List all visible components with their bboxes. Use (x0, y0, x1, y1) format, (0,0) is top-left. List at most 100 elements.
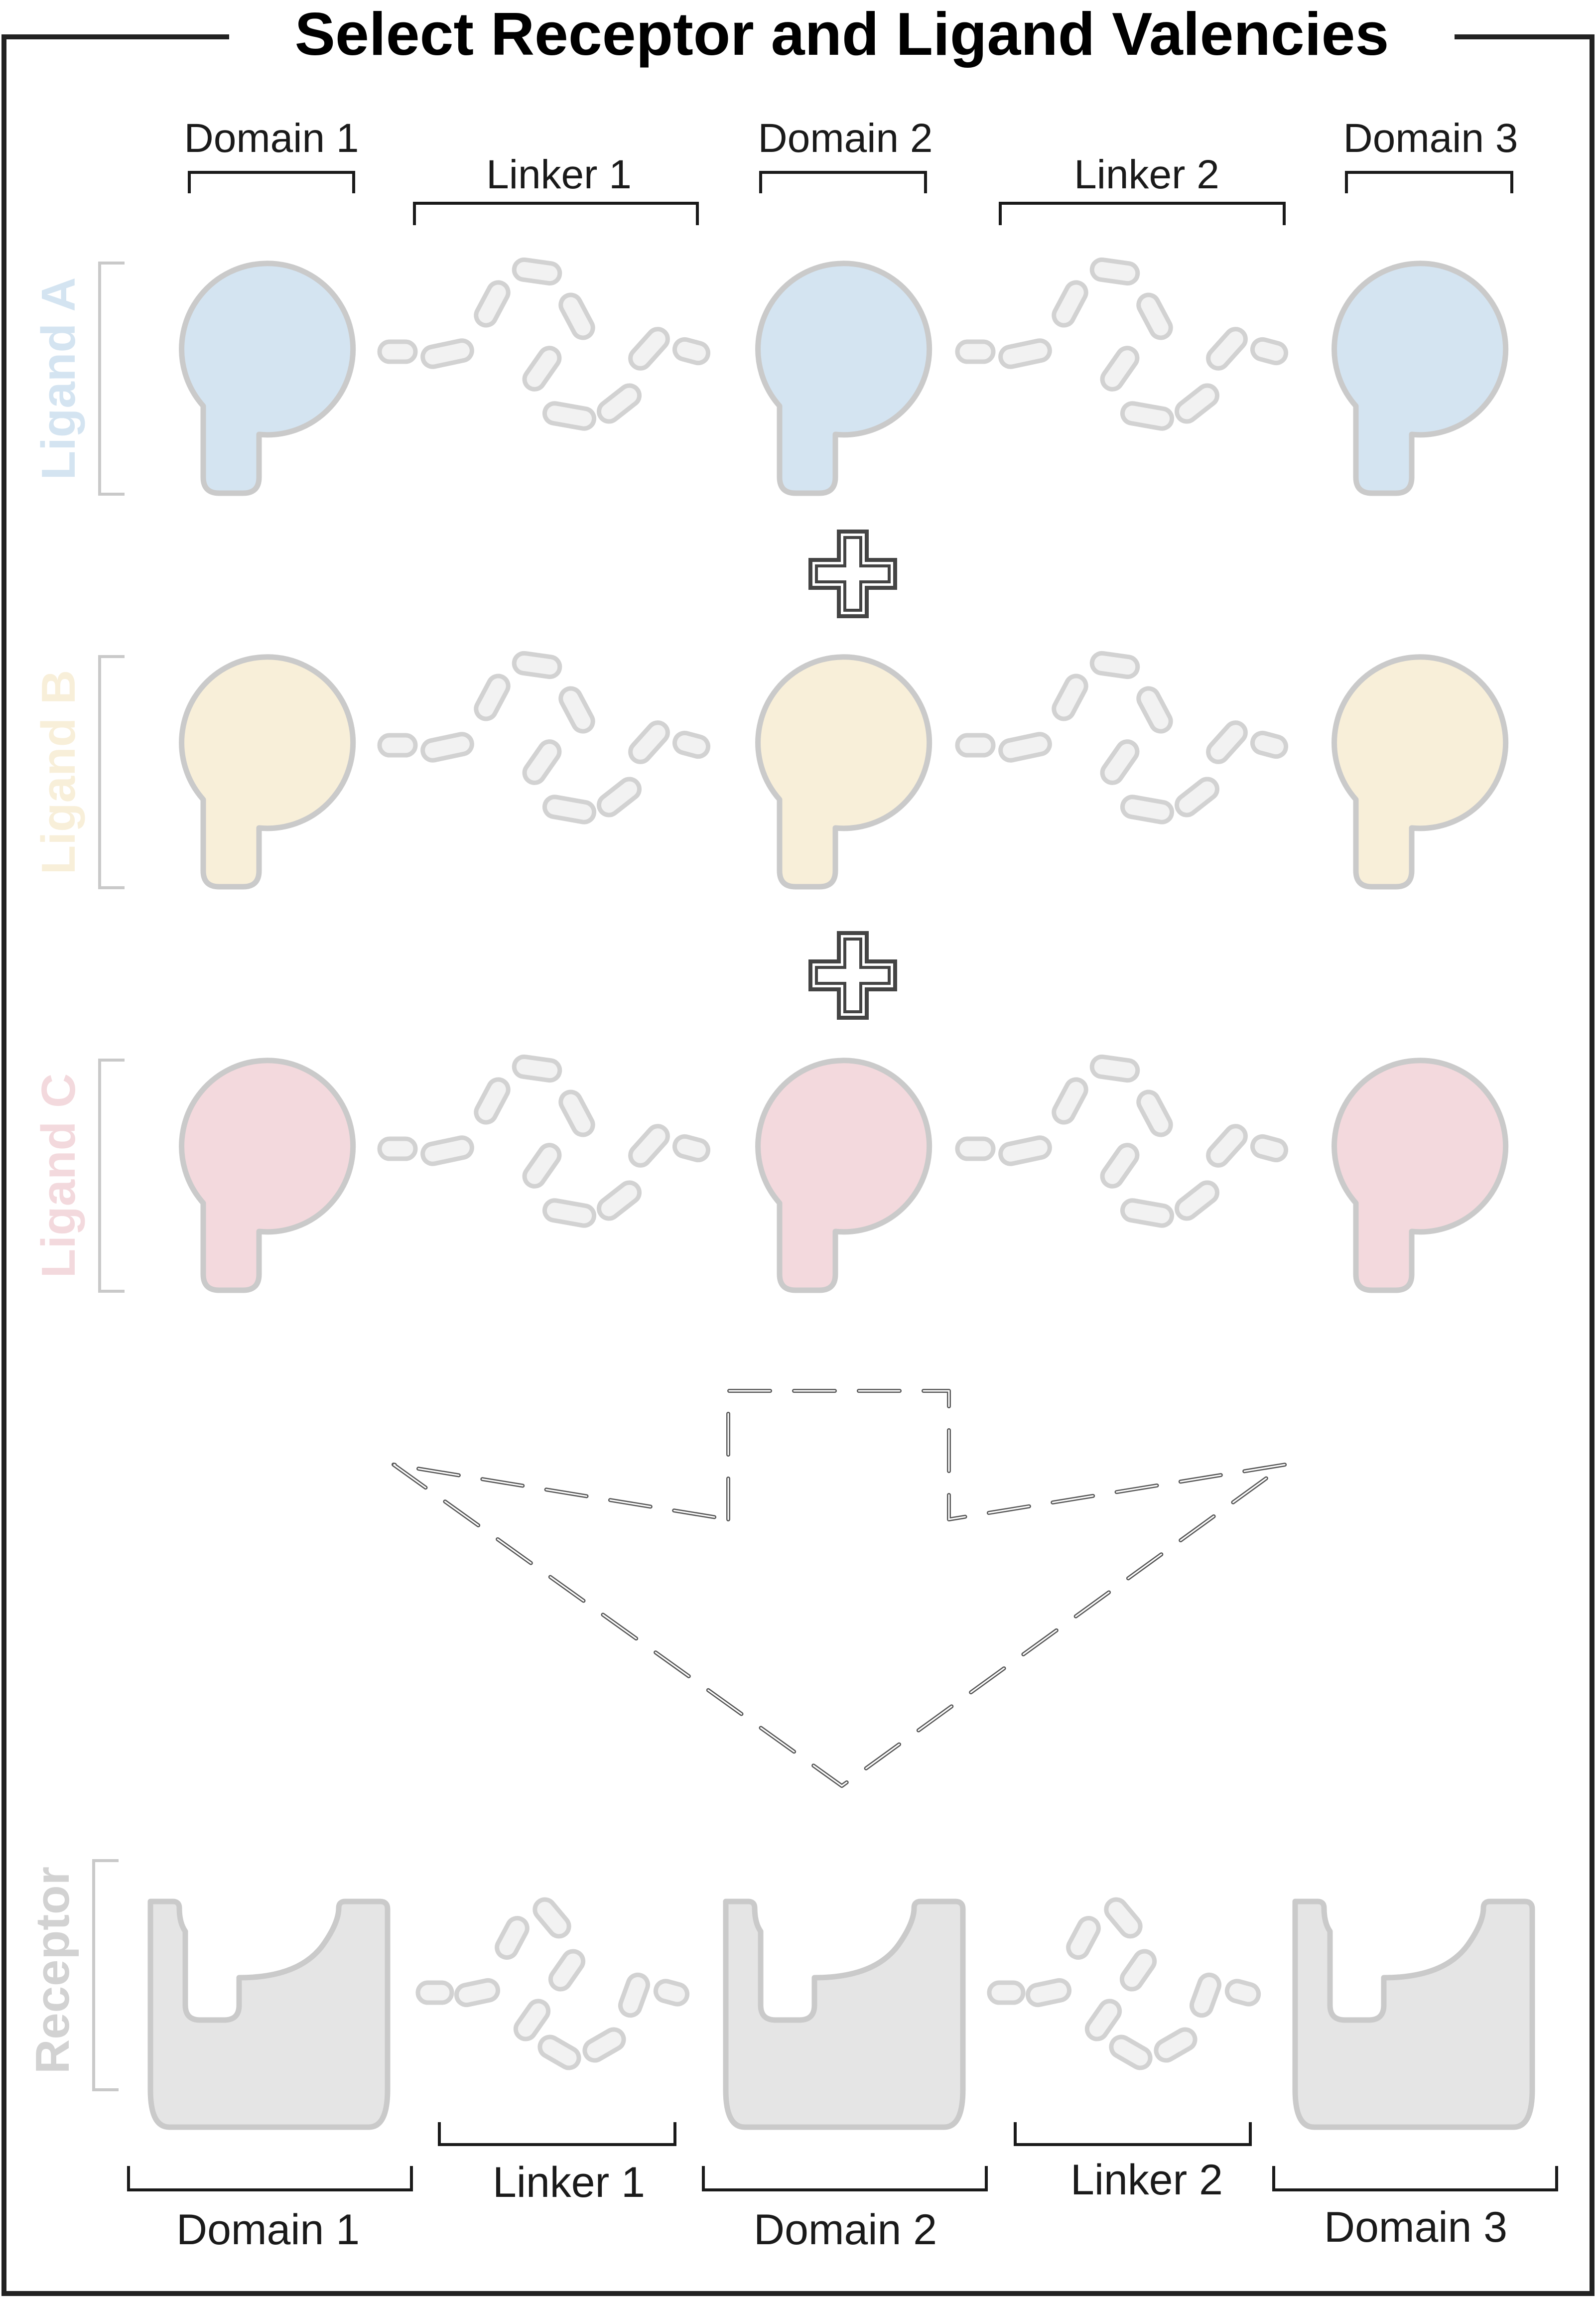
linker-segment (1175, 1180, 1219, 1221)
top-bracket-linker-2 (999, 202, 1286, 225)
ligand-b-row (182, 651, 1506, 887)
ligand-b-label: Ligand B (32, 670, 85, 875)
linker-segment (1175, 383, 1219, 424)
ligand-a-bracket (98, 262, 125, 496)
linker-segment (1089, 651, 1140, 679)
linker-segment (1089, 1054, 1140, 1083)
linker-segment (618, 1972, 651, 2018)
bottom-label-domain-3: Domain 3 (1324, 2203, 1507, 2251)
linker-segment (532, 1897, 571, 1939)
receptor-domain-1 (150, 1901, 388, 2127)
receptor-label: Receptor (26, 1867, 79, 2074)
linker-segment (597, 383, 642, 424)
linker-segment (1136, 292, 1173, 340)
bottom-labels: Linker 1 Linker 2 Domain 1 Domain 2 Doma… (127, 2122, 1558, 2254)
bottom-bracket-linker-2 (1014, 2122, 1252, 2146)
linker-segment (628, 720, 670, 764)
linker-segment (512, 1054, 562, 1083)
linker-segment (1175, 777, 1219, 817)
top-bracket-linker-1 (413, 202, 699, 225)
linker-segment (558, 292, 595, 340)
linker-segment (558, 1089, 595, 1137)
ligand-c-label: Ligand C (32, 1074, 85, 1278)
linker-segment (512, 257, 562, 286)
linker-segment (513, 1999, 551, 2041)
plus-icon (808, 530, 897, 618)
linker-segment (512, 651, 562, 679)
linker-segment (548, 1949, 586, 1992)
linker-segment (542, 401, 597, 431)
ligand-a-row (182, 257, 1506, 493)
dashed-arrow-down-icon (392, 1389, 1287, 1788)
ligand-domain-2 (758, 1061, 930, 1290)
linker-segment (628, 327, 670, 371)
ligand-domain-1 (182, 264, 353, 493)
linker-segment (672, 1134, 711, 1163)
linker-segment (1250, 337, 1289, 366)
ligand-domain-2 (758, 264, 930, 493)
bottom-bracket-domain-2 (702, 2166, 988, 2191)
linker-segment (1066, 1916, 1101, 1960)
linker-segment (1206, 720, 1248, 764)
linker-segment (672, 337, 711, 366)
bottom-bracket-domain-3 (1272, 2166, 1558, 2191)
linker-segment (542, 795, 597, 824)
linker-segment (474, 280, 511, 328)
linker-segment (1100, 739, 1140, 785)
ligand-domain-3 (1334, 1061, 1506, 1290)
linker-segment (955, 733, 996, 758)
linker-segment (998, 732, 1052, 763)
ligand-domain-2 (758, 657, 930, 887)
linker-segment (1136, 1089, 1173, 1137)
linker-segment (558, 686, 595, 734)
linker-segment (582, 2027, 626, 2063)
linker-segment (420, 732, 474, 763)
top-bracket-domain-2 (759, 171, 927, 193)
linker-segment (1189, 1972, 1222, 2018)
linker-segment (998, 1135, 1052, 1166)
ligand-domain-3 (1334, 657, 1506, 887)
ligand-b-bracket (98, 655, 125, 889)
linker-segment (1052, 1077, 1088, 1125)
linker-segment (420, 338, 474, 369)
linker-segment (377, 339, 418, 364)
linker-segment (1120, 1198, 1175, 1228)
linker-segment (597, 777, 642, 817)
linker-segment (415, 1980, 454, 2005)
linker-segment (1154, 2027, 1197, 2063)
linker-segment (454, 1978, 501, 2008)
ligand-c-row (182, 1054, 1506, 1290)
bottom-bracket-domain-1 (127, 2166, 413, 2191)
linker-segment (377, 1136, 418, 1161)
ligand-domain-1 (182, 1061, 353, 1290)
page-title: Select Receptor and Ligand Valencies (295, 0, 1389, 68)
frame-border (1, 34, 1595, 2296)
linker-segment (542, 1198, 597, 1228)
linker-segment (522, 739, 562, 785)
linker-segment (377, 733, 418, 758)
linker-segment (1206, 327, 1248, 371)
linker-segment (1100, 346, 1140, 392)
linker-segment (1052, 280, 1088, 328)
plus-icon (808, 931, 897, 1020)
linker-segment (474, 674, 511, 721)
linker-segment (1084, 1999, 1122, 2041)
linker-segment (1250, 730, 1289, 759)
linker-segment (1104, 1897, 1143, 1939)
top-label-domain-3: Domain 3 (1343, 116, 1518, 161)
linker-segment (987, 1980, 1026, 2005)
ligand-a-label: Ligand A (32, 277, 85, 480)
ligand-domain-3 (1334, 264, 1506, 493)
receptor-row (150, 1897, 1532, 2127)
top-label-domain-2: Domain 2 (758, 116, 933, 161)
bottom-label-domain-1: Domain 1 (176, 2206, 360, 2254)
linker-segment (474, 1077, 511, 1125)
linker-segment (522, 1143, 562, 1189)
bottom-label-linker-1: Linker 1 (493, 2159, 645, 2206)
linker-segment (1025, 1978, 1072, 2008)
bottom-label-domain-2: Domain 2 (754, 2206, 937, 2254)
linker-segment (628, 1124, 670, 1168)
linker-segment (672, 730, 711, 759)
